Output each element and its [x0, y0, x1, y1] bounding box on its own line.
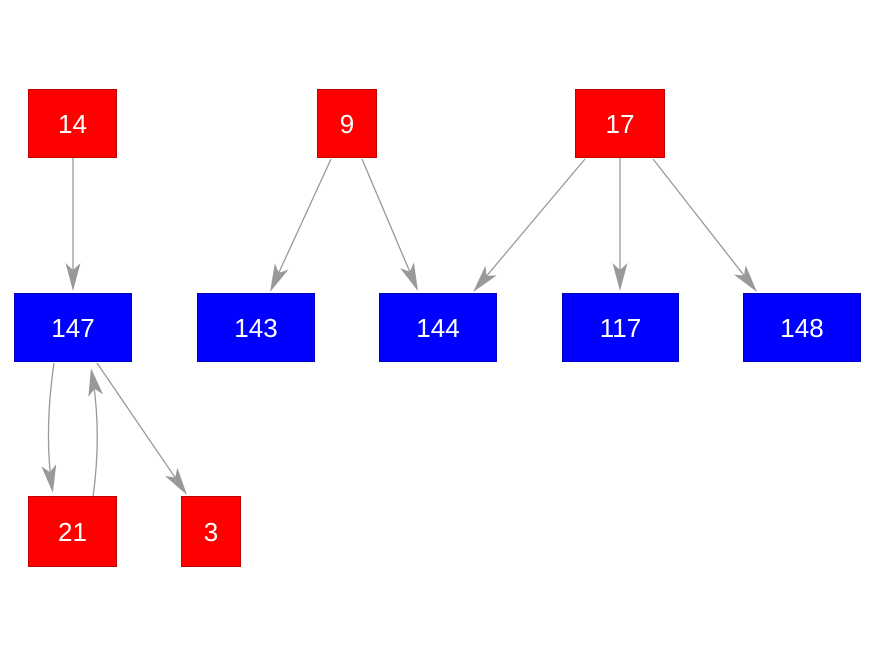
node-147[interactable]: 147 [14, 293, 132, 362]
edge-9-143 [269, 158, 332, 292]
node-label: 147 [51, 312, 95, 343]
node-144[interactable]: 144 [379, 293, 497, 362]
node-label: 144 [416, 312, 460, 343]
node-148[interactable]: 148 [743, 293, 861, 362]
node-label: 14 [58, 108, 87, 139]
edge-147-3 [96, 362, 187, 495]
node-label: 148 [780, 312, 824, 343]
edge-9-144 [361, 158, 418, 292]
node-label: 117 [599, 312, 642, 343]
edge-17-144 [473, 158, 586, 292]
node-label: 3 [203, 516, 219, 547]
node-label: 21 [58, 516, 87, 547]
edge-147-21 [41, 362, 57, 493]
node-14[interactable]: 14 [28, 89, 117, 158]
node-143[interactable]: 143 [197, 293, 315, 362]
node-label: 9 [339, 108, 355, 139]
node-117[interactable]: 117 [562, 293, 679, 362]
node-9[interactable]: 9 [317, 89, 377, 158]
edge-21-147 [88, 368, 104, 498]
node-17[interactable]: 17 [575, 89, 665, 158]
node-3[interactable]: 3 [181, 496, 241, 567]
node-label: 17 [605, 108, 635, 139]
node-label: 143 [234, 312, 278, 343]
node-21[interactable]: 21 [28, 496, 117, 567]
edge-17-148 [652, 158, 757, 293]
